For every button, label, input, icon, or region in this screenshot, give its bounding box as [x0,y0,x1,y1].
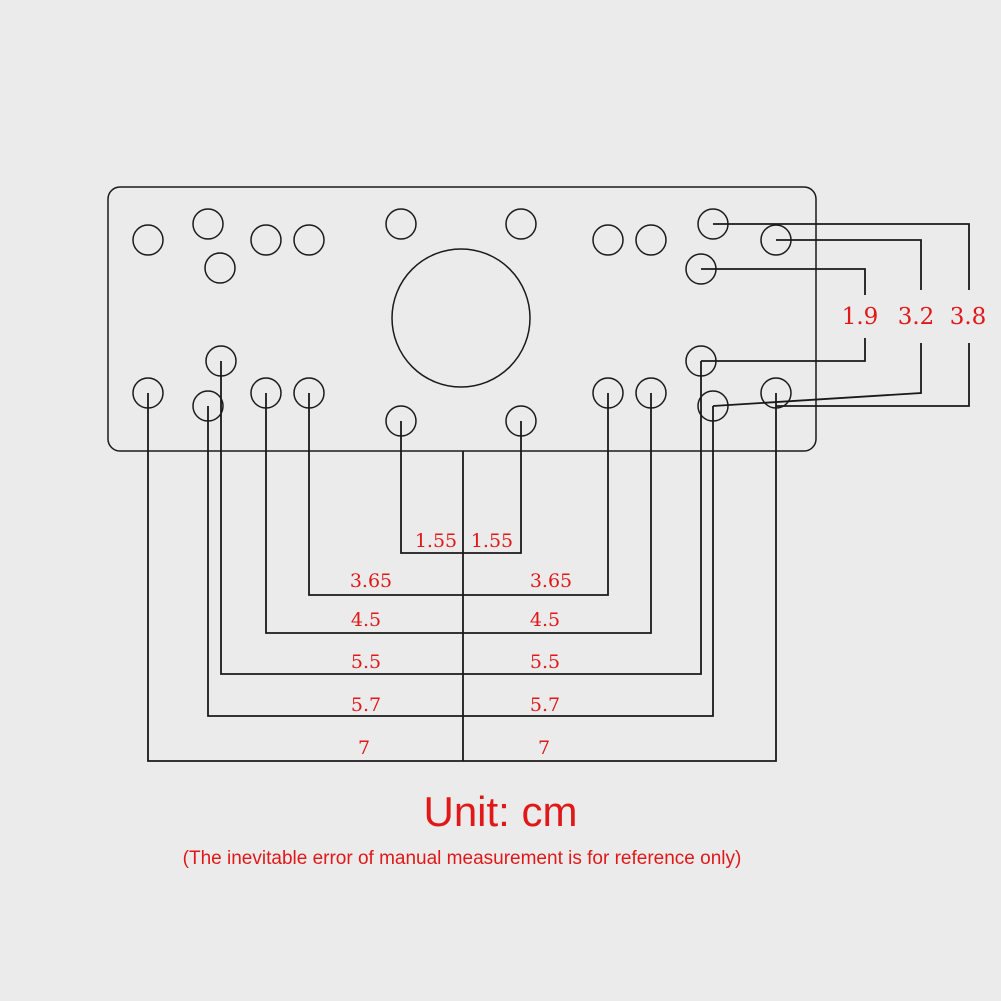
leader-line [776,239,922,290]
hole [204,252,236,284]
leader-line [207,406,714,717]
leader-line [713,223,970,290]
dim-label-right-5: 5.7 [530,694,560,716]
dim-label-right-1: 1.55 [471,530,513,552]
leader-line [701,268,866,295]
dim-label-left-1: 1.55 [415,530,457,552]
dim-label-left-3: 4.5 [351,609,381,631]
leader-line [701,338,866,362]
hole [132,224,164,256]
horizontal-dimension-labels: 1.55 1.55 3.65 3.65 4.5 4.5 5.5 5.5 5.7 … [350,530,572,759]
hole [385,208,417,240]
vertical-dimension-labels: 1.9 3.2 3.8 [842,304,987,330]
dim-label-left-5: 5.7 [351,694,381,716]
unit-label: Unit: cm [423,788,578,835]
leader-line [776,343,970,407]
dim-label-right-3: 4.5 [530,609,560,631]
dim-label-right-6: 7 [538,737,550,759]
hole [250,224,282,256]
dim-label-right-4: 5.5 [530,651,560,673]
leader-line [220,361,702,675]
dim-label-right-2: 3.65 [530,570,572,592]
measurement-note: (The inevitable error of manual measurem… [182,848,742,869]
hole [192,208,224,240]
hole [293,224,325,256]
horizontal-dimension-lines [147,361,777,762]
leader-line [147,393,777,762]
hole [635,224,667,256]
dim-label-left-2: 3.65 [350,570,392,592]
dim-label-vertical-2: 3.2 [898,304,935,330]
dim-label-left-4: 5.5 [351,651,381,673]
vertical-dimension-lines [701,223,970,407]
leader-line [265,393,652,634]
leader-line [400,421,522,554]
dim-label-left-6: 7 [358,737,370,759]
plate-outline [107,186,817,452]
hole [592,224,624,256]
center-hole [391,248,531,388]
mounting-holes [132,208,792,437]
leader-line [308,393,609,596]
dim-label-vertical-1: 1.9 [842,304,879,330]
hole [505,208,537,240]
dim-label-vertical-3: 3.8 [950,304,987,330]
leader-line [712,343,922,407]
